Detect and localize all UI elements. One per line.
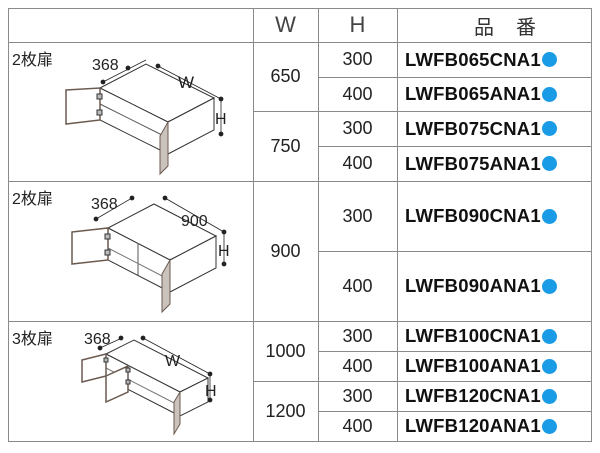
product-code: LWFB065CNA1 [405, 48, 541, 70]
cabinet-900-illustration: 368 900 H [71, 195, 230, 314]
width-dimension: W [165, 353, 181, 370]
depth-dimension: 368 [92, 57, 119, 74]
color-dot-icon [541, 418, 557, 434]
product-code: LWFB090ANA1 [405, 275, 541, 296]
divider [253, 111, 592, 112]
width-value: 650 [270, 66, 301, 86]
divider [318, 77, 592, 78]
product-code: LWFB100CNA1 [405, 325, 541, 346]
color-dot-icon [541, 86, 557, 102]
product-code: LWFB065ANA1 [405, 83, 541, 104]
height-dimension: H [218, 243, 230, 260]
color-dot-icon [541, 358, 557, 374]
divider [318, 411, 592, 412]
product-table: W H 品番 2枚扉 2枚扉 3枚扉 [8, 8, 592, 442]
product-code-row: LWFB100CNA1 [397, 321, 591, 351]
door-type-label: 3枚扉 [12, 331, 53, 348]
divider [8, 441, 592, 442]
height-value: 400 [342, 415, 373, 436]
color-dot-icon [541, 208, 557, 224]
divider [8, 8, 592, 9]
width-value: 900 [270, 240, 301, 261]
product-code: LWFB075ANA1 [405, 152, 541, 174]
divider [8, 181, 592, 182]
product-code-row: LWFB065ANA1 [397, 77, 591, 111]
divider [397, 8, 398, 442]
height-value: 300 [342, 49, 373, 69]
height-value: 400 [342, 355, 373, 376]
product-code-row: LWFB090CNA1 [397, 181, 591, 251]
product-code: LWFB120CNA1 [405, 385, 541, 406]
height-value: 400 [342, 83, 373, 104]
product-code: LWFB090CNA1 [405, 205, 541, 226]
divider [8, 321, 592, 322]
product-code-row: LWFB100ANA1 [397, 351, 591, 381]
divider [318, 146, 592, 147]
product-code: LWFB100ANA1 [405, 355, 541, 376]
divider [253, 8, 254, 442]
door-type-label: 2枚扉 [12, 52, 53, 69]
color-dot-icon [541, 156, 557, 171]
depth-dimension: 368 [91, 196, 118, 213]
product-code-row: LWFB075ANA1 [397, 146, 591, 181]
product-code: LWFB120ANA1 [405, 415, 541, 436]
header-h: H [349, 12, 366, 37]
color-dot-icon [541, 388, 557, 404]
height-value: 400 [342, 153, 373, 173]
divider [318, 351, 592, 352]
cabinet-2door-illustration: 368 W H [65, 57, 227, 176]
width-value: 750 [270, 135, 301, 156]
color-dot-icon [541, 52, 557, 67]
color-dot-icon [541, 278, 557, 294]
height-dimension: H [205, 383, 217, 400]
product-code-row: LWFB075CNA1 [397, 111, 591, 146]
height-value: 300 [342, 118, 373, 138]
divider [318, 8, 319, 442]
height-dimension: H [215, 111, 227, 128]
color-dot-icon [541, 121, 557, 136]
door-type-label: 2枚扉 [12, 191, 53, 208]
height-value: 300 [342, 385, 373, 406]
divider [253, 381, 592, 382]
cabinet-3door-illustration: 368 W H [81, 331, 217, 436]
divider [318, 251, 592, 252]
width-dimension: W [178, 73, 194, 92]
width-value: 1200 [265, 400, 306, 421]
divider [8, 42, 592, 43]
width-dimension: 900 [181, 213, 208, 230]
height-value: 400 [342, 275, 373, 296]
height-value: 300 [342, 325, 373, 346]
divider [591, 8, 592, 442]
product-code: LWFB075CNA1 [405, 117, 541, 139]
width-value: 1000 [265, 340, 306, 361]
depth-dimension: 368 [84, 331, 111, 348]
product-code-row: LWFB120ANA1 [397, 411, 591, 441]
color-dot-icon [541, 328, 557, 344]
product-code-row: LWFB090ANA1 [397, 251, 591, 321]
header-w: W [275, 12, 296, 37]
product-code-row: LWFB065CNA1 [397, 42, 591, 77]
product-code-row: LWFB120CNA1 [397, 381, 591, 411]
header-product-code: 品番 [474, 16, 558, 39]
height-value: 300 [342, 205, 373, 226]
divider [8, 8, 9, 442]
